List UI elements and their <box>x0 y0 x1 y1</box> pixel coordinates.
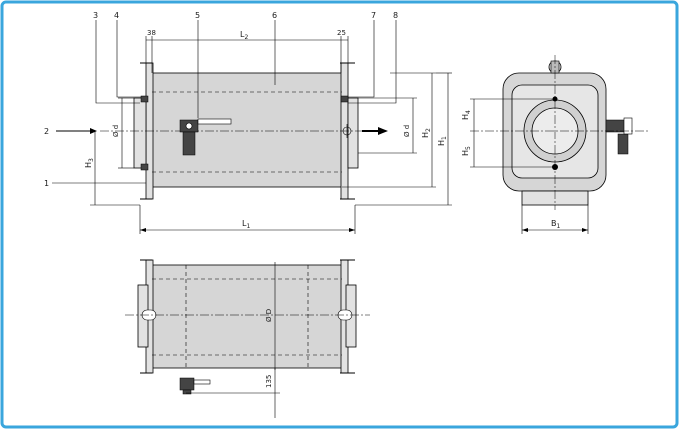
top-body <box>151 264 344 369</box>
dim-H4: H4 <box>461 110 472 120</box>
top-dimensions: Ø D 135 <box>186 309 280 418</box>
dim-phi-d-right: Ø d <box>403 125 411 137</box>
dim-25: 25 <box>337 29 346 37</box>
dim-L1: L1 <box>242 219 250 230</box>
front-view <box>56 62 388 200</box>
side-view <box>470 55 650 210</box>
dim-phi-d-left: Ø d <box>112 125 120 137</box>
callout-4: 4 <box>114 11 119 20</box>
callout-3: 3 <box>93 11 98 20</box>
dim-phi-D: Ø D <box>265 309 273 322</box>
dim-H2: H2 <box>421 128 432 138</box>
dim-B1: B1 <box>551 219 561 230</box>
dim-L2: L2 <box>240 30 248 41</box>
dim-H1: H1 <box>437 136 448 146</box>
top-view <box>125 259 370 395</box>
front-left-duct <box>133 97 147 169</box>
dim-H5: H5 <box>461 146 472 156</box>
callout-5: 5 <box>195 11 200 20</box>
callouts: 3 4 5 6 7 8 2 1 <box>44 11 398 188</box>
callout-2: 2 <box>44 127 49 136</box>
callout-6: 6 <box>272 11 277 20</box>
callout-7: 7 <box>371 11 376 20</box>
actuator-lever <box>197 118 232 125</box>
callout-8: 8 <box>393 11 398 20</box>
dim-H3: H3 <box>84 158 95 168</box>
callout-1: 1 <box>44 179 49 188</box>
dim-38: 38 <box>147 29 156 37</box>
actuator-body <box>182 131 196 156</box>
side-dimensions: H4 H5 B1 <box>461 98 589 234</box>
front-right-duct <box>347 97 359 169</box>
dim-135: 135 <box>265 375 273 388</box>
front-dimensions: 38 L2 25 L1 Ø d Ø d H2 H1 H3 <box>84 29 452 234</box>
